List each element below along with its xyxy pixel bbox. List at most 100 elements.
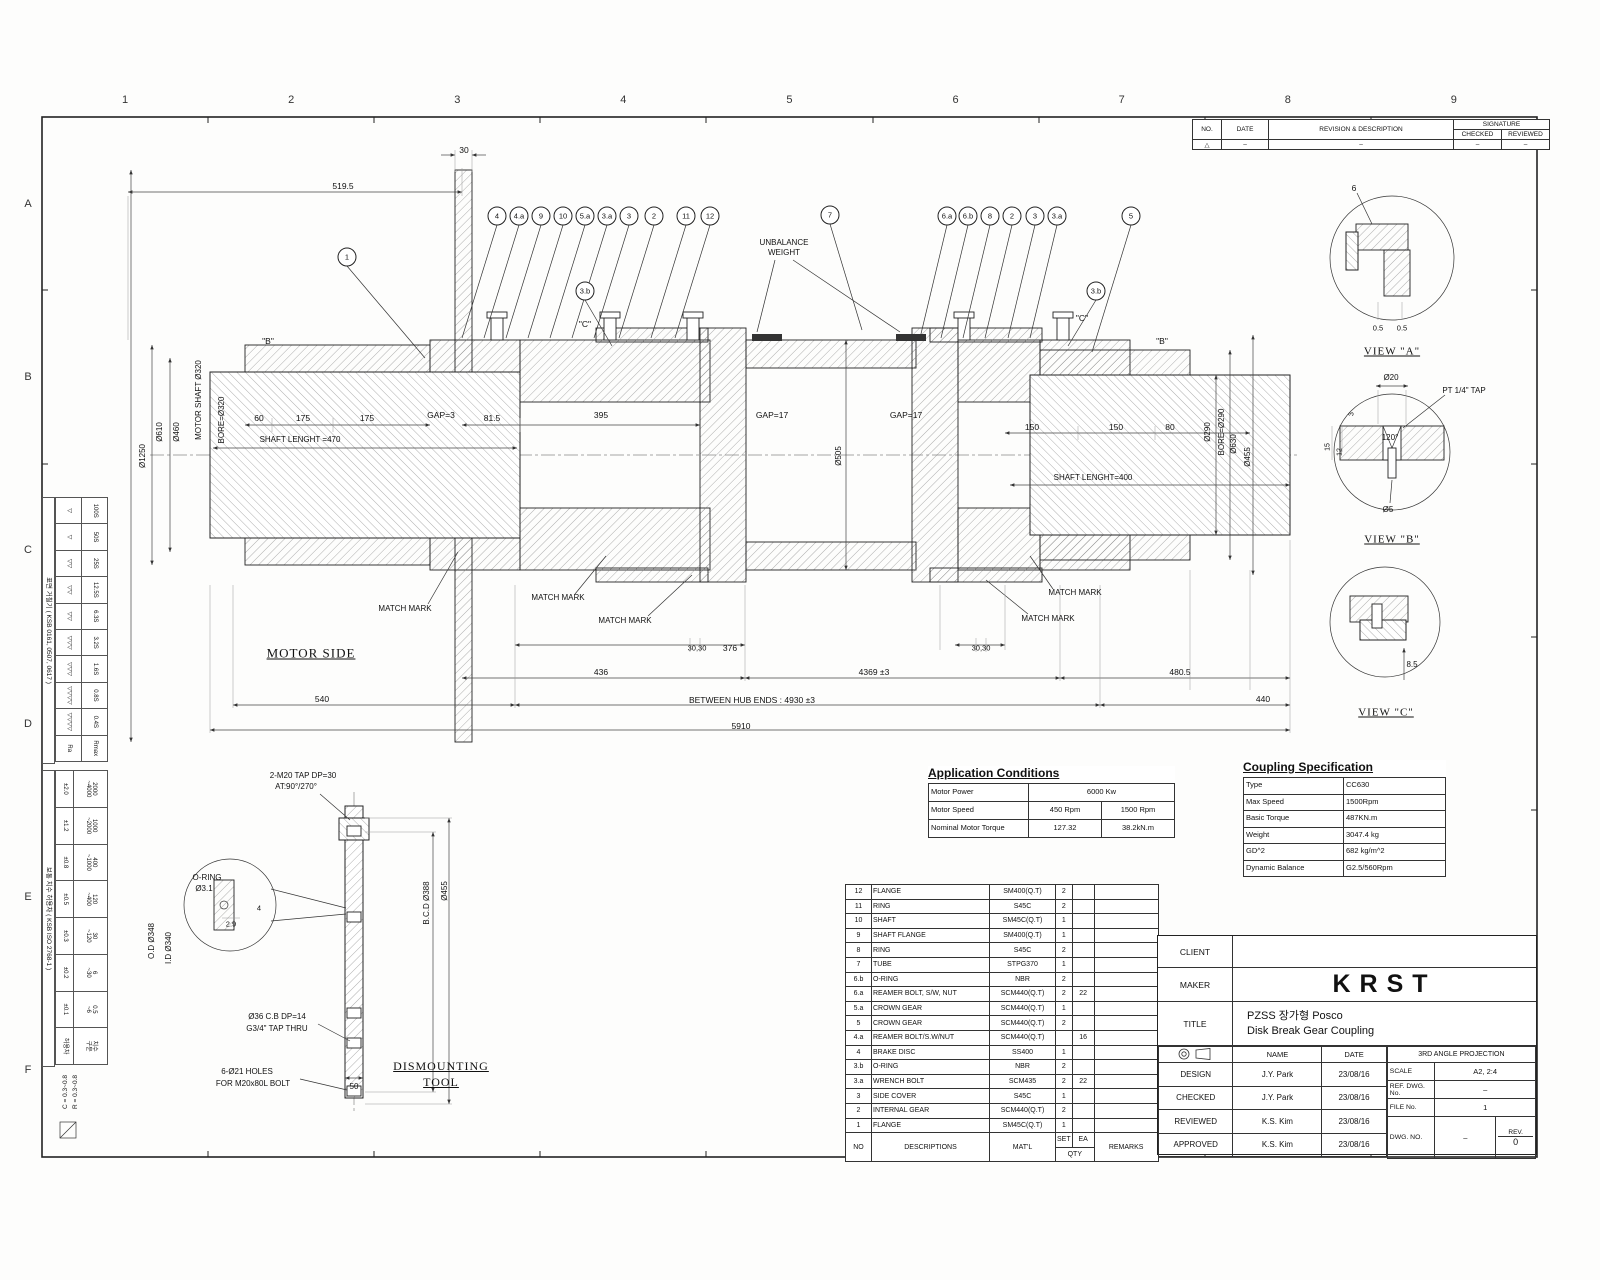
client-value — [1233, 936, 1536, 967]
bom-cell: CROWN GEAR — [871, 1000, 990, 1017]
strip-cell: 0.4S — [81, 708, 108, 736]
bom-cell: NBR — [989, 971, 1056, 988]
strip-cell: ±0.5 — [55, 880, 74, 918]
spec-cell: GD^2 — [1243, 843, 1344, 861]
bom-cell: 1 — [1055, 956, 1073, 973]
bom-cell — [1093, 1029, 1159, 1046]
strip-cell: 120 ~400 — [73, 880, 108, 918]
bom-cell: 9 — [845, 927, 872, 944]
bom-cell: 2 — [1055, 884, 1073, 900]
bom-cell: SCM440(Q.T) — [989, 1000, 1056, 1017]
bom-cell: REAMER BOLT, S/W, NUT — [871, 986, 990, 1002]
strip-cell: ▽▽▽ — [55, 629, 82, 656]
file-no-label: FILE No. — [1386, 1098, 1436, 1117]
bom-cell: 1 — [1055, 913, 1073, 929]
rev-date-header: DATE — [1221, 119, 1269, 140]
bom-cell: O-RING — [871, 1059, 990, 1075]
strip-cell: 치수 구분 — [73, 1027, 108, 1065]
rev-label: REV. — [1498, 1129, 1533, 1137]
balloon-leader-lines — [346, 224, 1132, 617]
bom-cell: 2 — [1055, 1102, 1073, 1119]
signature-cell: REVIEWED — [1157, 1109, 1234, 1134]
strip-cell: ▽▽▽▽ — [55, 708, 82, 736]
spec-cell: CC630 — [1343, 777, 1446, 795]
bom-cell: INTERNAL GEAR — [871, 1102, 990, 1119]
signature-cell: 23/08/16 — [1321, 1109, 1387, 1134]
bom-cell: 3.a — [845, 1073, 872, 1090]
strip-cell: 6.3S — [81, 603, 108, 630]
strip-cell: Rmax — [81, 735, 108, 762]
strip-cell: ▽▽▽▽ — [55, 682, 82, 709]
rev-checked-header: CHECKED — [1453, 129, 1502, 140]
bom-cell — [1093, 1044, 1159, 1061]
bom-qty-row: QTY — [846, 1146, 1159, 1163]
signature-cell: J.Y. Park — [1232, 1062, 1323, 1087]
scale-value: A2, 2:4 — [1434, 1062, 1536, 1081]
ref-dwg-label: REF. DWG. No. — [1386, 1080, 1436, 1099]
bom-cell: 4.a — [845, 1029, 872, 1046]
bom-cell — [1071, 898, 1095, 915]
dimension-lines — [127, 150, 1291, 742]
spec-cell: Basic Torque — [1243, 810, 1344, 828]
bom-cell: SM45C(Q.T) — [989, 1117, 1056, 1134]
signature-cell: 23/08/16 — [1321, 1132, 1387, 1157]
strip-cell: ▽ — [55, 497, 82, 524]
detail-views — [1329, 192, 1455, 680]
strip-cell: ▽ — [55, 523, 82, 551]
bom-header-cell: SET — [1055, 1132, 1073, 1148]
bom-cell: BRAKE DISC — [871, 1044, 990, 1061]
drawing-title-line2: Disk Break Gear Coupling — [1247, 1024, 1375, 1037]
weld-note-symbol — [59, 1121, 77, 1139]
bom-cell — [1071, 913, 1095, 929]
dwg-no-label: DWG. NO. — [1386, 1116, 1436, 1159]
strip-cell: 25S — [81, 550, 108, 577]
rev-marker-icon: △ — [1192, 139, 1222, 150]
bom-cell: 3.b — [845, 1059, 872, 1075]
maker-logo: KRST — [1332, 970, 1437, 998]
bom-cell: S45C — [989, 942, 1056, 958]
strip-cell: ▽▽ — [55, 603, 82, 630]
bom-cell — [1093, 898, 1159, 915]
strip-cell: ±1.2 — [55, 807, 74, 844]
bom-cell: 6.a — [845, 986, 872, 1002]
bom-cell: 6.b — [845, 971, 872, 988]
strip-cell: 1.6S — [81, 655, 108, 683]
bom-cell: 1 — [1055, 1117, 1073, 1134]
application-conditions-title: Application Conditions — [928, 766, 1060, 780]
spec-cell: Weight — [1243, 826, 1344, 844]
bom-cell: 4 — [845, 1044, 872, 1061]
bom-cell: SM400(Q.T) — [989, 927, 1056, 944]
strip-cell: Ra — [55, 735, 82, 762]
bom-cell: 22 — [1071, 1073, 1095, 1090]
bom-cell — [1071, 1015, 1095, 1031]
bom-cell — [1071, 1000, 1095, 1017]
bom-cell: SCM440(Q.T) — [989, 986, 1056, 1002]
bom-cell: 16 — [1071, 1029, 1095, 1046]
strip-cell: 허용차 — [55, 1027, 74, 1065]
bom-cell: 10 — [845, 913, 872, 929]
bom-cell: 2 — [1055, 971, 1073, 988]
rev-signature-header: SIGNATURE — [1453, 119, 1550, 130]
bom-cell: S45C — [989, 1088, 1056, 1104]
bom-cell: O-RING — [871, 971, 990, 988]
